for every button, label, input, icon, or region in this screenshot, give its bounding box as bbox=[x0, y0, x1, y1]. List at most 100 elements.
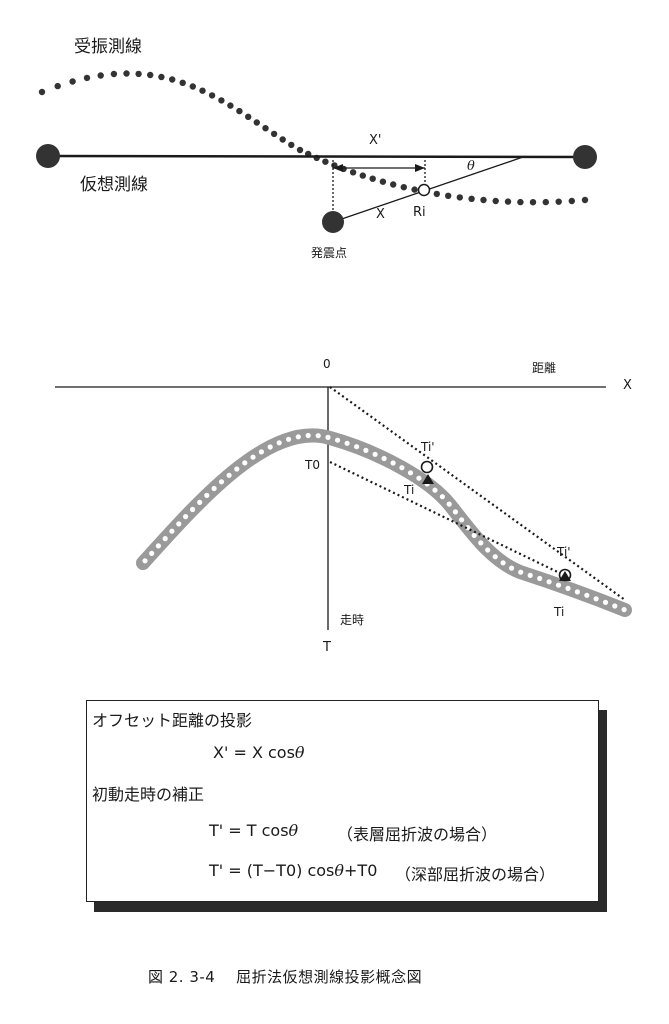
band-dot bbox=[612, 603, 618, 609]
receiver-dot bbox=[379, 178, 387, 185]
receiver-dot bbox=[400, 184, 407, 191]
offset-formula-theta: θ bbox=[294, 743, 305, 762]
offset-heading: オフセット距離の投影 bbox=[92, 711, 253, 730]
band-dot bbox=[416, 475, 422, 481]
band-dot bbox=[432, 487, 438, 493]
band-dot bbox=[574, 589, 581, 595]
receiver-dot bbox=[123, 70, 130, 77]
band-dot bbox=[305, 432, 311, 439]
ti-prime-1-marker bbox=[420, 460, 434, 474]
x-prime-label: X' bbox=[369, 133, 382, 148]
band-dot bbox=[446, 501, 452, 507]
ti-2-marker bbox=[559, 571, 571, 581]
deep-formula-tail: +T0 bbox=[344, 861, 378, 880]
formula-box: オフセット距離の投影 X' = X cosθ 初動走時の補正 T' = T co… bbox=[86, 700, 599, 902]
receiver-dot bbox=[158, 73, 165, 81]
travel-time-band-dots bbox=[142, 432, 627, 613]
offset-formula: X' = X cosθ bbox=[213, 743, 305, 762]
receiver-dot bbox=[227, 102, 234, 109]
ti-prime-2-label: Ti' bbox=[557, 545, 571, 559]
band-dot bbox=[439, 494, 445, 500]
band-dot bbox=[169, 528, 175, 534]
receiver-dot bbox=[568, 197, 575, 205]
band-dot bbox=[155, 543, 161, 549]
receiver-dot bbox=[189, 83, 196, 90]
band-dot bbox=[546, 579, 552, 585]
band-dot bbox=[234, 466, 240, 472]
band-dot bbox=[276, 440, 282, 446]
ti-1-label: Ti bbox=[404, 483, 415, 497]
receiver-dot bbox=[445, 192, 452, 199]
projection-diagram bbox=[36, 70, 632, 630]
apparent-velocity-line bbox=[329, 386, 626, 601]
shot-point-marker bbox=[322, 211, 344, 233]
band-dot bbox=[452, 509, 458, 515]
figure-caption: 図 2. 3-4 屈折法仮想測線投影概念図 bbox=[148, 968, 423, 986]
receiver-dot bbox=[169, 76, 176, 83]
receiver-dot bbox=[179, 79, 186, 87]
band-dot bbox=[258, 449, 264, 455]
band-dot bbox=[537, 575, 543, 582]
band-dot bbox=[354, 444, 360, 450]
deep-note: （深部屈折波の場合） bbox=[395, 865, 556, 884]
origin-label: 0 bbox=[323, 357, 331, 371]
receiver-dot bbox=[411, 186, 418, 193]
band-dot bbox=[372, 451, 378, 457]
band-dot bbox=[149, 550, 155, 557]
band-dot bbox=[602, 599, 609, 606]
receiver-dot bbox=[97, 72, 104, 79]
receiver-dot bbox=[110, 70, 118, 78]
deep-formula-text: T' = (T−T0) cos bbox=[209, 861, 335, 880]
receiver-dot bbox=[456, 194, 463, 201]
travel-time-label: 走時 bbox=[340, 613, 365, 627]
band-dot bbox=[190, 506, 196, 513]
band-dot bbox=[295, 434, 301, 440]
band-dot bbox=[593, 596, 599, 602]
band-dot bbox=[363, 447, 369, 453]
band-dot bbox=[218, 479, 225, 485]
receiver-dot bbox=[581, 196, 589, 204]
receiver-ri-marker bbox=[417, 183, 431, 197]
surface-note: （表層屈折波の場合） bbox=[337, 825, 498, 844]
receiver-dot bbox=[135, 70, 142, 78]
receiver-dot bbox=[38, 88, 46, 96]
virtual-line-label: 仮想測線 bbox=[80, 175, 148, 195]
band-dot bbox=[176, 521, 182, 527]
receiver-dot bbox=[253, 119, 260, 126]
ti-2-label: Ti bbox=[554, 605, 565, 619]
receiver-dot bbox=[529, 199, 537, 206]
receiver-dot bbox=[54, 82, 61, 90]
band-dot bbox=[500, 560, 506, 566]
surface-formula-theta: θ bbox=[288, 821, 299, 840]
band-dot bbox=[492, 554, 498, 560]
receiver-dot bbox=[262, 125, 269, 132]
receiver-dot bbox=[279, 136, 286, 143]
surface-formula-text: T' = T cos bbox=[209, 821, 289, 840]
ti-prime-1-label: Ti' bbox=[421, 440, 435, 454]
deep-formula: T' = (T−T0) cosθ+T0 bbox=[209, 861, 377, 880]
intercept-line bbox=[329, 461, 571, 579]
surface-formula: T' = T cosθ bbox=[209, 821, 298, 840]
band-dot bbox=[335, 437, 341, 443]
offset-formula-text: X' = X cos bbox=[213, 743, 295, 762]
virtual-line-left-end bbox=[36, 144, 60, 168]
receiver-dot bbox=[270, 130, 278, 138]
travel-time-band bbox=[136, 428, 632, 617]
band-dot bbox=[621, 607, 627, 613]
t0-label: T0 bbox=[305, 458, 320, 472]
band-dot bbox=[478, 540, 484, 546]
receiver-dot bbox=[245, 113, 252, 121]
receiver-dot bbox=[504, 198, 512, 205]
band-dot bbox=[315, 433, 321, 439]
band-dot bbox=[555, 582, 562, 588]
receiver-dot bbox=[349, 169, 357, 176]
receiver-dot bbox=[369, 175, 376, 182]
deep-formula-theta: θ bbox=[334, 861, 345, 880]
band-dot bbox=[204, 492, 210, 498]
band-dot bbox=[197, 499, 203, 505]
band-dot bbox=[465, 525, 471, 531]
band-dot bbox=[390, 460, 396, 466]
x-label: X bbox=[376, 207, 385, 222]
receiver-dot bbox=[208, 92, 216, 99]
receiver-dot bbox=[468, 195, 475, 202]
